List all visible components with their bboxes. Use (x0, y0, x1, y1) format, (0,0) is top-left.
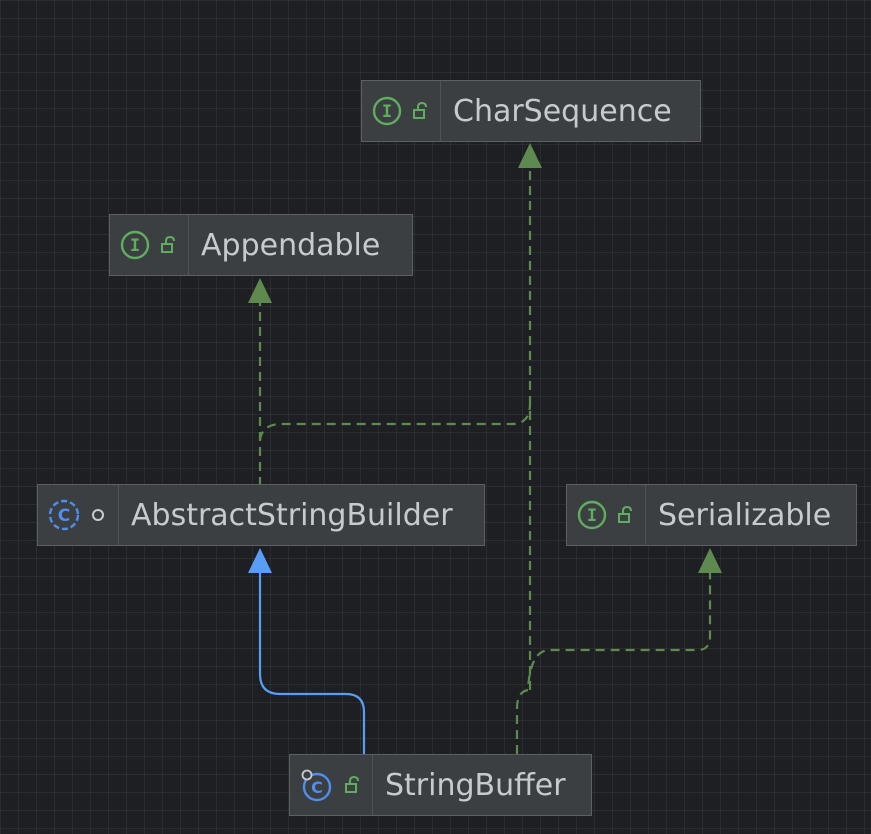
open-lock-icon (161, 235, 175, 253)
node-label: Appendable (201, 227, 381, 263)
open-lock-icon (618, 505, 632, 523)
edge-asb-charsequence (258, 403, 532, 441)
svg-text:I: I (587, 506, 597, 526)
node-abstractstringbuilder[interactable]: C AbstractStringBuilder (37, 484, 485, 546)
package-private-dot-icon (92, 509, 104, 521)
edge-stringbuffer-asb (258, 572, 366, 754)
open-lock-icon (345, 775, 359, 793)
node-label: Serializable (658, 497, 832, 533)
node-label: AbstractStringBuilder (131, 497, 453, 533)
svg-text:C: C (58, 506, 70, 526)
interface-icon: I (372, 96, 402, 126)
edge-stringbuffer-serializable (515, 570, 712, 754)
arrowhead-appendable (248, 278, 272, 303)
svg-text:I: I (130, 236, 140, 256)
arrowhead-serializable (698, 548, 722, 573)
arrowhead-charsequence (518, 143, 542, 168)
node-charsequence[interactable]: I CharSequence (361, 80, 701, 142)
interface-icon: I (577, 500, 607, 530)
abstract-class-icon: C (48, 499, 80, 531)
node-label: StringBuffer (385, 767, 566, 803)
svg-text:I: I (382, 102, 392, 122)
node-appendable[interactable]: I Appendable (109, 214, 413, 276)
node-stringbuffer[interactable]: C StringBuffer (289, 754, 592, 816)
open-lock-icon (413, 101, 427, 119)
final-class-icon: C (301, 769, 332, 802)
node-label: CharSequence (453, 93, 672, 129)
interface-icon: I (120, 230, 150, 260)
node-serializable[interactable]: I Serializable (566, 484, 857, 546)
arrowhead-abstractstringbuilder (248, 548, 272, 573)
svg-text:C: C (311, 778, 323, 797)
